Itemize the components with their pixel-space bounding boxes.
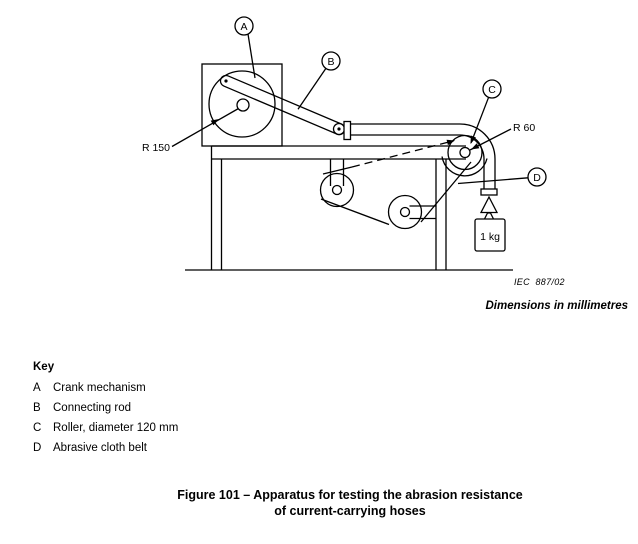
weight-label: 1 kg — [480, 231, 500, 243]
roller1 — [319, 172, 355, 208]
key-item-a: A Crank mechanism — [33, 382, 146, 394]
callout-c-letter: C — [488, 84, 496, 96]
callout-a: A — [234, 16, 256, 79]
roller2-bracket — [409, 205, 436, 220]
key-item-text: Abrasive cloth belt — [53, 442, 147, 454]
figure-caption-line2: of current-carrying hoses — [274, 503, 426, 518]
table — [210, 145, 466, 270]
r60-label: R 60 — [513, 122, 535, 134]
key-item-b: B Connecting rod — [33, 402, 131, 414]
key-item-letter: A — [33, 382, 41, 394]
abrasive-belt — [320, 139, 488, 226]
dimension-r150: R 150 — [142, 107, 239, 154]
rollers — [319, 134, 483, 230]
key-item-letter: D — [33, 442, 42, 454]
apparatus-diagram: 1 kg R 150 R 60 A B C — [142, 16, 547, 271]
dimensions-note: Dimensions in millimetres — [485, 300, 628, 312]
key-item-letter: B — [33, 402, 41, 414]
key-item-c: C Roller, diameter 120 mm — [33, 422, 178, 434]
figure-caption: Figure 101 – Apparatus for testing the a… — [62, 488, 638, 519]
hose-bend-outer — [459, 123, 496, 160]
callout-d: D — [457, 167, 547, 187]
key-item-text: Connecting rod — [53, 402, 131, 414]
crank-housing — [201, 63, 283, 147]
key-title: Key — [33, 361, 55, 373]
callout-d-letter: D — [533, 172, 541, 184]
key-item-d: D Abrasive cloth belt — [33, 442, 147, 454]
iec-reference: IEC 887/02 — [514, 277, 565, 287]
key-item-text: Roller, diameter 120 mm — [53, 422, 179, 434]
r150-label: R 150 — [142, 142, 170, 154]
crank-hub — [236, 98, 250, 112]
hook-triangle — [479, 195, 499, 214]
hose-end-flange — [480, 188, 498, 196]
hose — [343, 120, 498, 196]
callout-c: C — [470, 79, 502, 144]
belt-upper-run-dashed — [351, 140, 452, 168]
callout-b-letter: B — [327, 56, 334, 68]
table-leg-left — [210, 159, 223, 270]
belt-wrap-arc — [441, 156, 488, 177]
figure-caption-line1: Figure 101 – Apparatus for testing the a… — [177, 488, 523, 502]
weight-assembly: 1 kg — [474, 195, 506, 252]
key-item-text: Crank mechanism — [53, 382, 146, 394]
crank-pin-dot — [224, 79, 228, 83]
key-block: Key A Crank mechanism B Connecting rod C Ro… — [33, 361, 178, 454]
roller2 — [387, 194, 423, 230]
roller2-hub — [399, 206, 411, 218]
crank-mechanism — [201, 63, 283, 147]
roller1-hub — [331, 184, 343, 196]
dimension-r60: R 60 — [469, 122, 535, 151]
table-leg-right — [435, 159, 447, 270]
roller-c-hub — [459, 146, 471, 159]
weight-knob — [483, 212, 495, 220]
weight-body — [474, 218, 506, 252]
key-item-letter: C — [33, 422, 42, 434]
crank-wheel — [208, 70, 276, 138]
hose-fitting — [343, 120, 352, 141]
callout-a-letter: A — [240, 21, 247, 33]
roller1-bracket — [329, 159, 345, 186]
callout-b: B — [297, 51, 341, 110]
